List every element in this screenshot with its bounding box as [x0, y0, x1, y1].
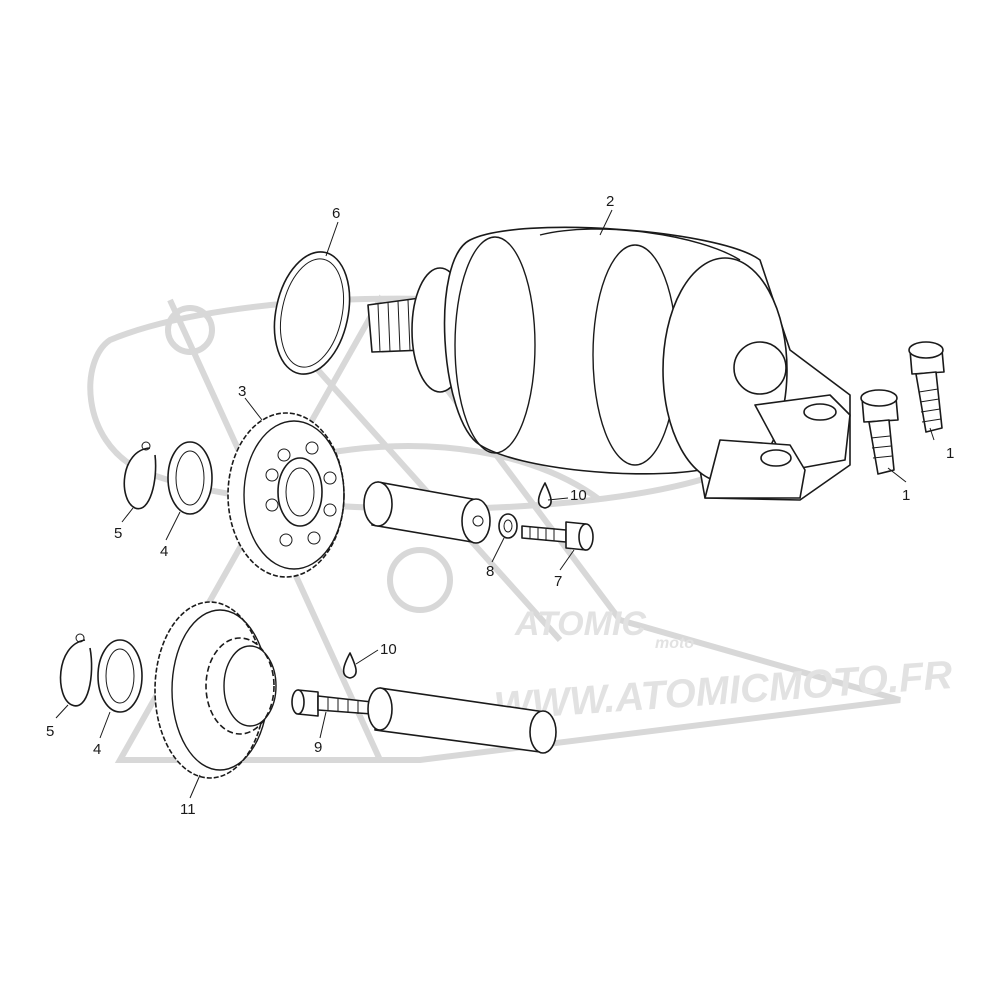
part-starter-motor — [367, 226, 851, 501]
part-intermediate-gear — [227, 412, 345, 578]
watermark-logo-sub: moto — [655, 635, 694, 652]
part-upper-shaft — [363, 481, 491, 544]
grease-drop-icon-lower — [342, 652, 357, 679]
callout-6: 6 — [332, 205, 340, 222]
part-circlip-lower — [59, 633, 93, 707]
callout-2: 2 — [606, 193, 614, 210]
part-washer-upper — [167, 441, 213, 515]
callout-8: 8 — [486, 563, 494, 580]
callout-7: 7 — [554, 573, 562, 590]
part-washer-lower — [97, 639, 143, 713]
callout-1-upper: 1 — [946, 445, 954, 462]
callout-5-upper: 5 — [114, 525, 122, 542]
part-screw-lower — [291, 689, 373, 717]
callout-4-upper: 4 — [160, 543, 168, 560]
callout-9: 9 — [314, 739, 322, 756]
callout-5-lower: 5 — [46, 723, 54, 740]
part-bolt-lower — [860, 389, 899, 475]
callout-10-lower: 10 — [380, 641, 397, 658]
grease-drop-icon-upper — [537, 482, 552, 509]
callout-11: 11 — [180, 801, 196, 818]
part-bolt-upper — [908, 341, 945, 433]
callout-10-upper: 10 — [570, 487, 587, 504]
watermark-logo-text: ATOMIC — [514, 605, 646, 643]
part-idle-gear — [154, 601, 277, 779]
part-small-washer — [498, 513, 518, 539]
part-o-ring — [273, 251, 351, 375]
part-screw-upper — [521, 521, 594, 551]
callout-3: 3 — [238, 383, 246, 400]
part-lower-shaft — [367, 687, 557, 754]
watermark-url: WWW.ATOMICMOTO.FR — [493, 653, 954, 729]
callout-1-lower: 1 — [902, 487, 910, 504]
part-circlip-upper — [123, 441, 157, 510]
callout-4-lower: 4 — [93, 741, 101, 758]
leader-lines — [55, 209, 935, 799]
